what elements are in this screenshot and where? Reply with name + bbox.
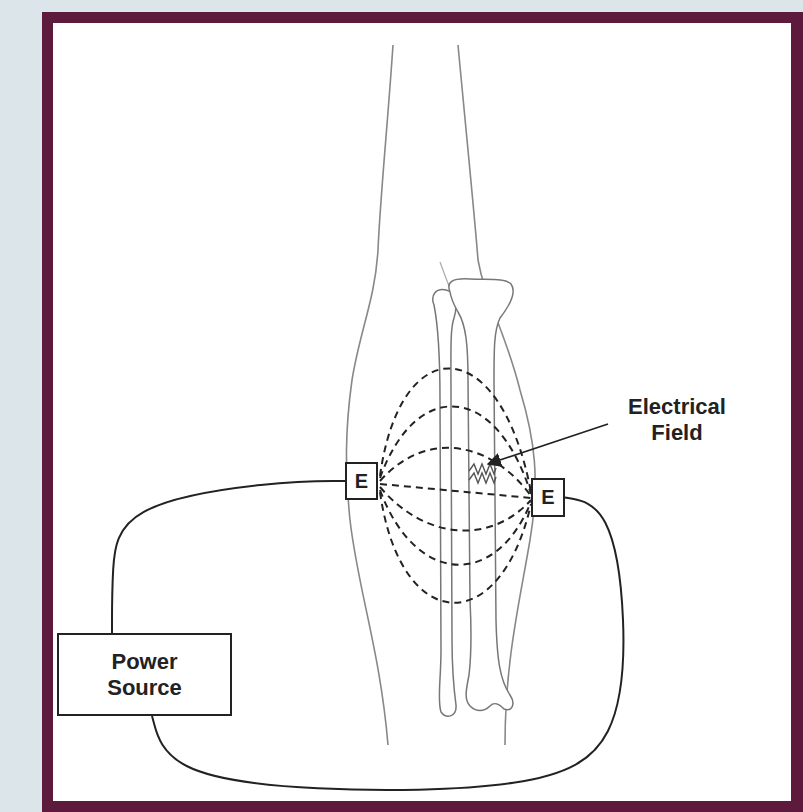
field-line [380,490,531,565]
box-text: Power Source [90,649,200,700]
wire [112,481,345,633]
fracture-line [469,473,496,483]
field-line [380,406,531,494]
leg-outline [346,45,393,745]
fibula-bone [433,290,456,717]
field-line [380,487,531,531]
field-line [380,448,531,496]
field-line [380,492,531,603]
leader-arrow [488,424,608,464]
electrode-box: E [345,462,378,500]
box-text: E [355,470,368,493]
box-text: E [541,486,554,509]
field-line [380,484,531,498]
frame-border [42,12,803,812]
power-source-box: Power Source [57,633,232,716]
field-label: Electrical Field [612,394,742,447]
field-lines [380,368,531,602]
electrode-box: E [531,478,565,517]
frame-ground [53,23,791,801]
field-line [380,368,531,492]
